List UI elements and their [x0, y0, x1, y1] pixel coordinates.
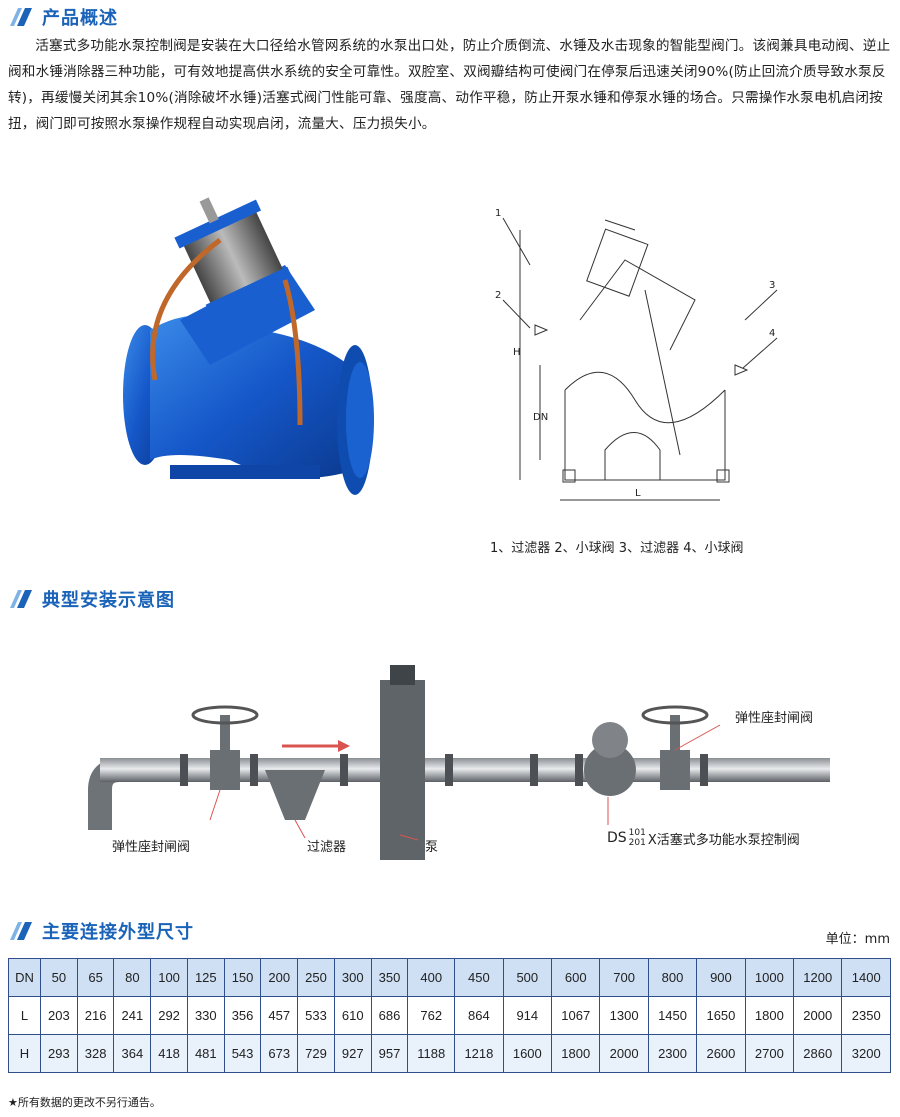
row-header-cell: H: [8, 1034, 41, 1073]
row-header-cell: L: [8, 996, 41, 1035]
section-title: 典型安装示意图: [42, 590, 175, 611]
table-cell: 1600: [502, 1034, 553, 1073]
table-cell: 80: [113, 958, 152, 997]
unit-label: 单位：mm: [825, 932, 890, 947]
table-cell: 1650: [696, 996, 746, 1035]
table-cell: 1000: [744, 958, 795, 997]
table-cell: 65: [76, 958, 115, 997]
section-title: 产品概述: [42, 8, 118, 29]
table-cell: 673: [260, 1034, 299, 1073]
table-cell: 700: [599, 958, 649, 997]
table-cell: 900: [696, 958, 746, 997]
intro-paragraph: 活塞式多功能水泵控制阀是安装在大口径给水管网系统的水泵出口处，防止介质倒流、水锤…: [8, 38, 891, 132]
table-cell: 600: [551, 958, 601, 997]
table-cell: 729: [297, 1034, 335, 1073]
table-cell: 418: [150, 1034, 188, 1073]
table-cell: 450: [454, 958, 504, 997]
table-cell: 50: [40, 958, 78, 997]
dim-dn-label: DN: [533, 412, 548, 423]
control-valve-sub: 201: [628, 838, 646, 848]
table-cell: 500: [502, 958, 553, 997]
label-gate-valve-left: 弹性座封闸阀: [112, 840, 191, 855]
table-cell: 686: [370, 996, 409, 1035]
table-cell: 864: [454, 996, 504, 1035]
table-cell: 800: [647, 958, 698, 997]
table-cell: 328: [76, 1034, 115, 1073]
valve-photo: [123, 197, 374, 495]
section-header-dimensions: 主要连接外型尺寸: [8, 918, 194, 944]
table-cell: 2300: [647, 1034, 698, 1073]
table-cell: 1400: [841, 958, 891, 997]
table-cell: 914: [502, 996, 553, 1035]
valve-section-drawing: 1 2 3 4 H DN L: [495, 208, 778, 501]
table-cell: 1188: [407, 1034, 456, 1073]
table-cell: 1218: [454, 1034, 504, 1073]
control-valve-prefix: DS: [607, 830, 627, 846]
label-pump: 泵: [425, 840, 439, 855]
table-cell: 1800: [744, 996, 795, 1035]
table-cell: 203: [40, 996, 78, 1035]
table-cell: 292: [150, 996, 188, 1035]
table-cell: 1200: [793, 958, 843, 997]
table-cell: 241: [113, 996, 152, 1035]
dim-l-label: L: [635, 488, 641, 499]
section-flag-icon: [8, 920, 34, 942]
table-cell: 1300: [599, 996, 649, 1035]
section-flag-icon: [8, 6, 34, 28]
section-header-overview: 产品概述: [8, 4, 118, 30]
section-flag-icon: [8, 588, 34, 610]
table-cell: 762: [407, 996, 456, 1035]
table-cell: 2350: [841, 996, 891, 1035]
table-cell: 300: [333, 958, 372, 997]
table-cell: 2000: [599, 1034, 649, 1073]
table-cell: 293: [40, 1034, 78, 1073]
table-cell: 2600: [696, 1034, 746, 1073]
dim-h-label: H: [513, 347, 521, 358]
control-valve-name: X活塞式多功能水泵控制阀: [647, 832, 800, 848]
section-header-install: 典型安装示意图: [8, 586, 175, 612]
table-cell: 3200: [841, 1034, 891, 1073]
table-cell: 1067: [551, 996, 601, 1035]
table-cell: 457: [260, 996, 299, 1035]
table-cell: 400: [407, 958, 456, 997]
table-cell: 125: [186, 958, 225, 997]
table-cell: 2860: [793, 1034, 843, 1073]
table-cell: 2000: [793, 996, 843, 1035]
callout-4: 4: [769, 328, 775, 339]
table-cell: 150: [223, 958, 262, 997]
row-header-cell: DN: [8, 958, 41, 997]
table-cell: 100: [150, 958, 188, 997]
table-cell: 543: [223, 1034, 262, 1073]
table-cell: 481: [186, 1034, 225, 1073]
table-cell: 330: [186, 996, 225, 1035]
drawing-legend: 1、过滤器 2、小球阀 3、过滤器 4、小球阀: [490, 541, 744, 556]
callout-3: 3: [769, 280, 775, 291]
section-title: 主要连接外型尺寸: [42, 922, 194, 943]
label-gate-valve-right: 弹性座封闸阀: [735, 711, 814, 726]
callout-1: 1: [495, 208, 501, 219]
table-cell: 1800: [551, 1034, 601, 1073]
table-cell: 200: [260, 958, 299, 997]
table-cell: 364: [113, 1034, 152, 1073]
footnote: ★所有数据的更改不另行通告。: [8, 1096, 161, 1109]
callout-2: 2: [495, 290, 501, 301]
table-cell: 350: [370, 958, 409, 997]
table-cell: 610: [333, 996, 372, 1035]
table-cell: 2700: [744, 1034, 795, 1073]
table-cell: 250: [297, 958, 335, 997]
table-cell: 927: [333, 1034, 372, 1073]
table-cell: 1450: [647, 996, 698, 1035]
table-cell: 216: [76, 996, 115, 1035]
label-strainer: 过滤器: [307, 840, 347, 855]
installation-diagram: [88, 665, 830, 860]
table-cell: 356: [223, 996, 262, 1035]
label-control-valve: DS 101 201 X活塞式多功能水泵控制阀: [607, 828, 800, 848]
table-cell: 533: [297, 996, 335, 1035]
control-valve-sup: 101: [628, 828, 646, 838]
table-cell: 957: [370, 1034, 409, 1073]
